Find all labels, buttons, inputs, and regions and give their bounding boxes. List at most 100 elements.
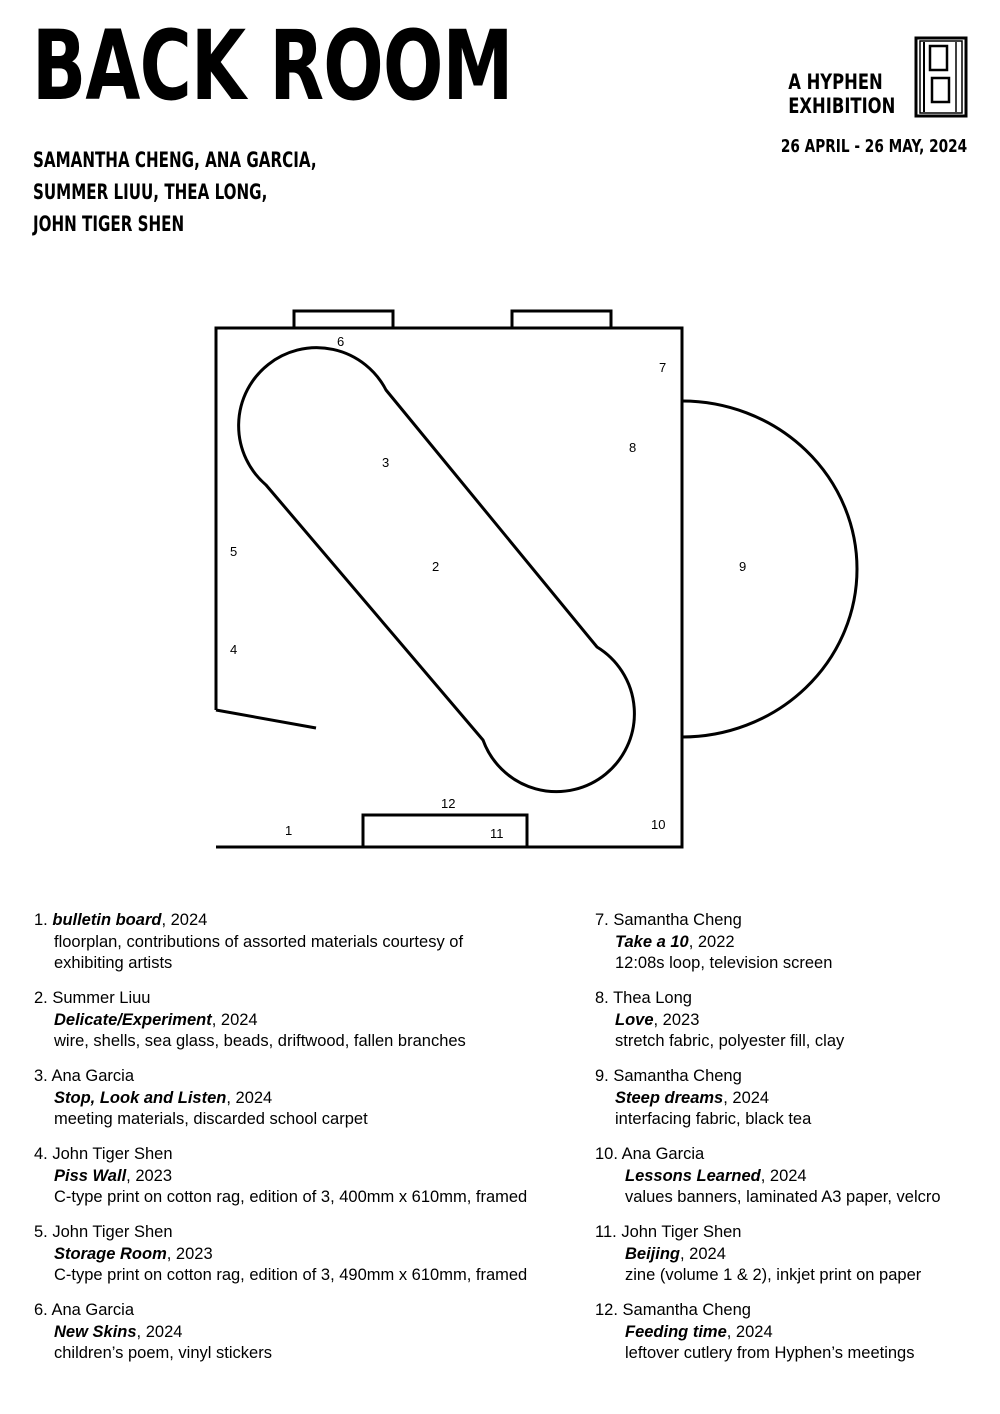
work-entry: 5. John Tiger Shen Storage Room, 2023 C-… (34, 1222, 579, 1287)
floorplan-label-11: 11 (490, 826, 504, 841)
work-materials: zine (volume 1 & 2), inkjet print on pap… (625, 1266, 922, 1284)
work-title: Take a 10 (615, 932, 689, 951)
work-title: Delicate/Experiment (54, 1010, 212, 1029)
bench (361, 813, 529, 849)
exhibition-label: A HYPHEN EXHIBITION (788, 70, 895, 118)
work-entry: 2. Summer Liuu Delicate/Experiment, 2024… (34, 988, 579, 1053)
floorplan: 1 2 3 4 5 6 7 8 9 10 11 12 (214, 309, 859, 849)
work-number: 2. (34, 989, 48, 1007)
floorplan-label-3: 3 (382, 455, 389, 470)
work-title: Feeding time (625, 1322, 727, 1341)
work-year: , 2024 (680, 1244, 726, 1263)
work-year: , 2024 (136, 1322, 183, 1341)
work-artist: Samantha Cheng (613, 1067, 742, 1085)
work-number: 7. (595, 911, 609, 929)
works-list-left: 1. bulletin board, 2024 floorplan, contr… (34, 910, 579, 1378)
work-materials: children’s poem, vinyl stickers (54, 1344, 272, 1362)
work-materials: stretch fabric, polyester fill, clay (615, 1032, 845, 1050)
exhibition-dates: 26 APRIL - 26 MAY, 2024 (780, 136, 967, 157)
work-materials: 12:08s loop, television screen (615, 954, 833, 972)
window-right (510, 309, 613, 330)
work-materials: C-type print on cotton rag, edition of 3… (54, 1188, 528, 1206)
work-title: Lessons Learned (625, 1166, 761, 1185)
work-materials: floorplan, contributions of assorted mat… (54, 932, 464, 951)
work-number: 11. (595, 1223, 617, 1241)
work-title: Piss Wall (54, 1166, 127, 1185)
work-materials: values banners, laminated A3 paper, velc… (625, 1188, 941, 1206)
work-artist: Ana Garcia (51, 1067, 134, 1085)
work-entry: 7. Samantha Cheng Take a 10, 2022 12:08s… (595, 910, 975, 975)
floorplan-label-5: 5 (230, 544, 237, 559)
work-entry: 8. Thea Long Love, 2023 stretch fabric, … (595, 988, 975, 1053)
work-year: , 2024 (211, 1010, 258, 1029)
work-title: Stop, Look and Listen (54, 1088, 227, 1107)
work-artist: Thea Long (613, 989, 692, 1007)
work-entry: 6. Ana Garcia New Skins, 2024 children’s… (34, 1300, 579, 1365)
work-artist: John Tiger Shen (52, 1223, 173, 1241)
artist-line: JOHN TIGER SHEN (33, 212, 185, 236)
work-year: , 2024 (760, 1166, 807, 1185)
work-entry: 1. bulletin board, 2024 floorplan, contr… (34, 910, 579, 975)
artist-line: SUMMER LIUU, THEA LONG, (33, 180, 268, 204)
work-entry: 4. John Tiger Shen Piss Wall, 2023 C-typ… (34, 1144, 579, 1209)
work-number: 8. (595, 989, 609, 1007)
work-materials: leftover cutlery from Hyphen’s meetings (625, 1344, 915, 1362)
work-artist: John Tiger Shen (621, 1223, 742, 1241)
work-materials: exhibiting artists (54, 954, 173, 972)
work-artist: Summer Liuu (52, 989, 151, 1007)
floorplan-label-6: 6 (337, 334, 344, 349)
floorplan-label-7: 7 (659, 360, 666, 375)
floorplan-label-4: 4 (230, 642, 237, 657)
work-artist: Ana Garcia (51, 1301, 134, 1319)
work-title: Love (615, 1010, 654, 1029)
work-title: Beijing (625, 1244, 681, 1263)
work-title: bulletin board (52, 911, 162, 929)
work-entry: 3. Ana Garcia Stop, Look and Listen, 202… (34, 1066, 579, 1131)
floorplan-label-1: 1 (285, 823, 292, 838)
work-entry: 12. Samantha Cheng Feeding time, 2024 le… (595, 1300, 975, 1365)
door-logo-icon (914, 36, 968, 118)
work-number: 5. (34, 1223, 48, 1241)
work-artist: Samantha Cheng (622, 1301, 751, 1319)
floorplan-label-2: 2 (432, 559, 439, 574)
page-title: BACK ROOM (32, 10, 513, 122)
work-materials: C-type print on cotton rag, edition of 3… (54, 1266, 528, 1284)
work-title: New Skins (54, 1322, 137, 1341)
exhibition-line: A HYPHEN (787, 70, 883, 94)
work-artist: Ana Garcia (621, 1145, 705, 1163)
work-artist: Samantha Cheng (613, 911, 742, 929)
work-entry: 9. Samantha Cheng Steep dreams, 2024 int… (595, 1066, 975, 1131)
window-left (292, 309, 395, 330)
work-number: 4. (34, 1145, 48, 1163)
floorplan-label-9: 9 (739, 559, 746, 574)
work-title: Storage Room (54, 1244, 167, 1263)
artist-list: SAMANTHA CHENG, ANA GARCIA, SUMMER LIUU,… (33, 144, 317, 240)
work-year: , 2023 (126, 1166, 173, 1185)
work-year: , 2024 (726, 1322, 773, 1341)
work-year: , 2024 (226, 1088, 273, 1107)
work-materials: wire, shells, sea glass, beads, driftwoo… (54, 1032, 466, 1050)
work-year: , 2022 (688, 932, 735, 951)
work-number: 9. (595, 1067, 609, 1085)
work-materials: meeting materials, discarded school carp… (54, 1110, 368, 1128)
work-year: , 2023 (653, 1010, 700, 1029)
floorplan-alcove (681, 399, 859, 739)
work-materials: interfacing fabric, black tea (615, 1110, 812, 1128)
work-year: , 2023 (166, 1244, 213, 1263)
floorplan-label-12: 12 (441, 796, 455, 811)
work-year: , 2024 (161, 911, 208, 929)
work-entry: 10. Ana Garcia Lessons Learned, 2024 val… (595, 1144, 975, 1209)
work-number: 1. (34, 911, 48, 929)
work-year: , 2024 (723, 1088, 770, 1107)
central-plinth (237, 346, 636, 794)
work-number: 12. (595, 1301, 618, 1319)
floorplan-label-10: 10 (651, 817, 665, 832)
artist-line: SAMANTHA CHENG, ANA GARCIA, (33, 148, 317, 172)
work-entry: 11. John Tiger Shen Beijing, 2024 zine (… (595, 1222, 975, 1287)
floorplan-entry-wall (215, 708, 317, 730)
work-title: Steep dreams (615, 1088, 724, 1107)
work-artist: John Tiger Shen (52, 1145, 173, 1163)
work-number: 6. (34, 1301, 48, 1319)
work-number: 10. (595, 1145, 618, 1163)
works-list-right: 7. Samantha Cheng Take a 10, 2022 12:08s… (595, 910, 975, 1378)
